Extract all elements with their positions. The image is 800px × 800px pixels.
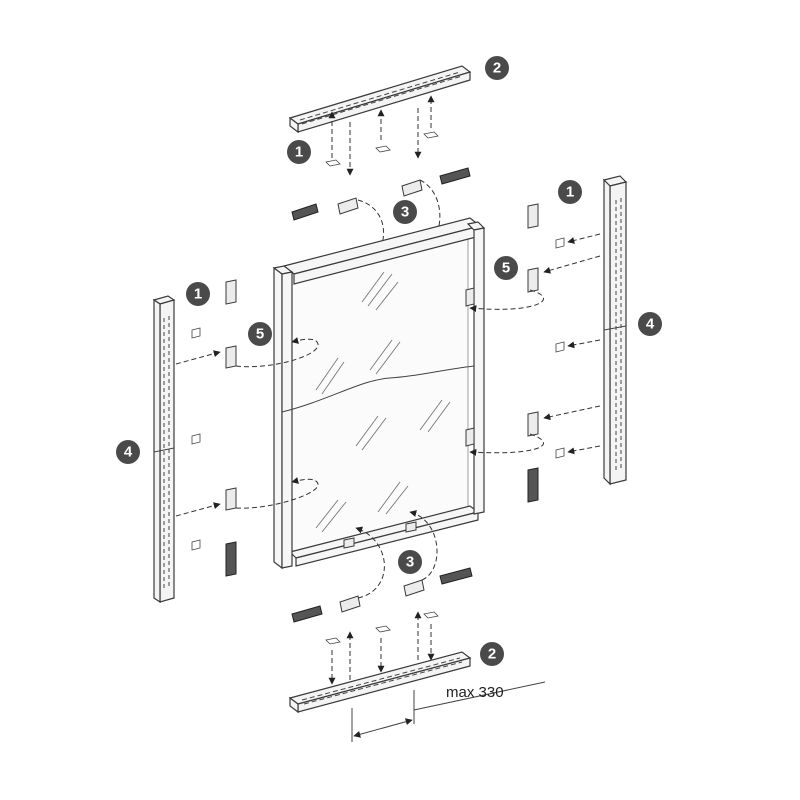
right-fittings bbox=[469, 203, 601, 503]
callout-3-bottom: 3 bbox=[398, 550, 422, 574]
callout-4-left-label: 4 bbox=[124, 444, 133, 461]
callout-1-top: 1 bbox=[287, 140, 311, 164]
callout-3-top: 3 bbox=[393, 200, 417, 224]
dimension-label: max 330 bbox=[446, 684, 504, 701]
callout-4-right-label: 4 bbox=[646, 316, 655, 333]
callout-5-right-label: 5 bbox=[502, 260, 510, 277]
bottom-blocks bbox=[291, 510, 473, 623]
left-wall-profile bbox=[152, 295, 176, 604]
bottom-pins bbox=[325, 611, 439, 685]
callout-2-bottom-label: 2 bbox=[488, 646, 496, 663]
callout-2-top: 2 bbox=[485, 56, 509, 80]
door-panel bbox=[272, 217, 486, 570]
callout-3-bottom-label: 3 bbox=[406, 554, 414, 571]
callout-5-left-label: 5 bbox=[256, 326, 264, 343]
glass-reflections bbox=[315, 271, 451, 533]
callout-1-top-label: 1 bbox=[295, 144, 303, 161]
dimension-max-330: max 330 bbox=[351, 681, 546, 742]
callout-1-right-label: 1 bbox=[566, 184, 574, 201]
top-rail bbox=[288, 65, 472, 134]
right-wall-profile bbox=[602, 175, 628, 486]
bottom-rail bbox=[288, 651, 472, 714]
callout-2-top-label: 2 bbox=[493, 60, 501, 77]
callout-1-right: 1 bbox=[558, 180, 582, 204]
callout-4-right: 4 bbox=[638, 312, 662, 336]
top-pins bbox=[325, 95, 439, 176]
callout-4-left: 4 bbox=[116, 440, 140, 464]
callout-3-top-label: 3 bbox=[401, 204, 409, 221]
callout-1-left: 1 bbox=[186, 282, 210, 306]
callout-5-right: 5 bbox=[494, 256, 518, 280]
callout-5-left: 5 bbox=[248, 322, 272, 346]
callout-2-bottom: 2 bbox=[480, 642, 504, 666]
callout-1-left-label: 1 bbox=[194, 286, 202, 303]
left-fittings bbox=[175, 279, 319, 577]
